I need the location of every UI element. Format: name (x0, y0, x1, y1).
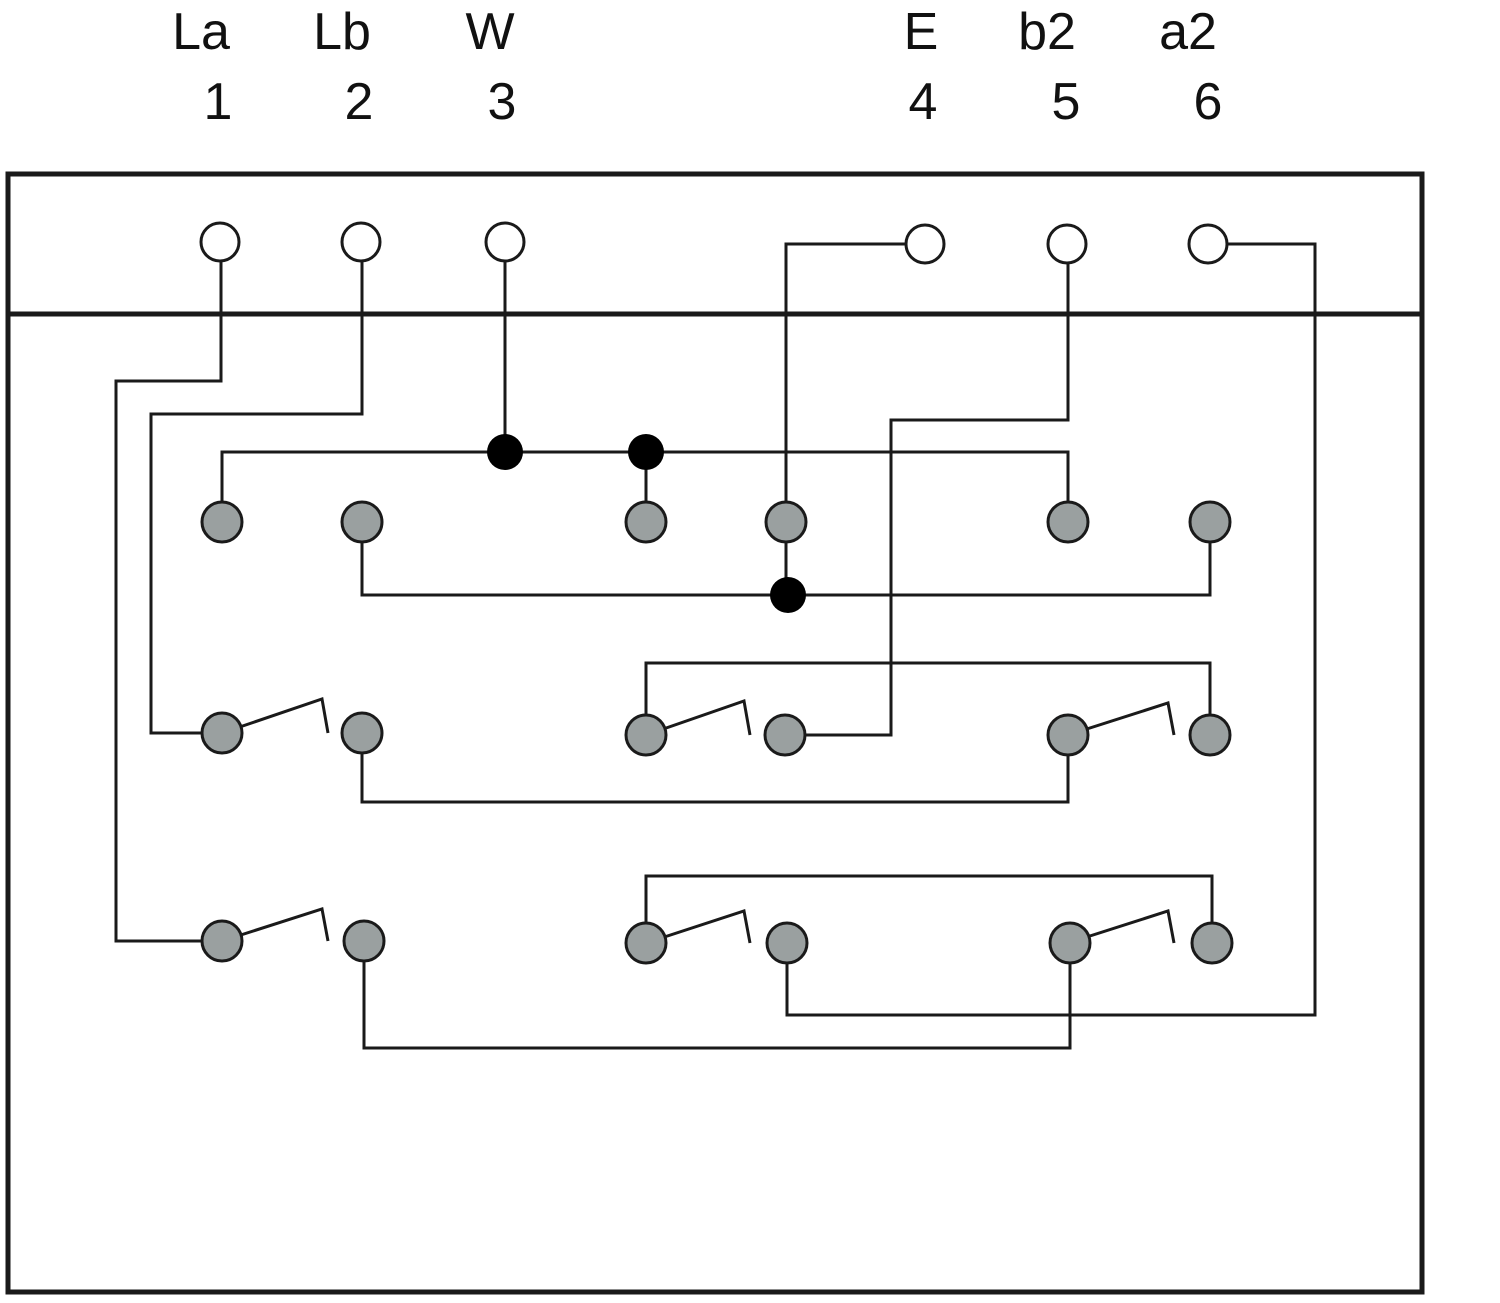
switch-blade-row3-right (1067, 701, 1176, 737)
junction-dot-w (487, 434, 523, 470)
wire-b2 (785, 244, 1070, 737)
terminal-1 (199, 221, 241, 263)
contact-r4-3 (624, 921, 668, 965)
terminal-name-b2: b2 (1018, 3, 1076, 61)
contact-r2-2 (340, 500, 384, 544)
contact-r4-6 (1190, 921, 1234, 965)
wire-row4-bracket (644, 874, 1214, 943)
contact-r4-2 (342, 919, 386, 963)
terminal-name-a2: a2 (1159, 3, 1217, 61)
terminal-name-la: La (172, 3, 230, 61)
switch-blade-row4-right (1067, 909, 1176, 945)
wire-row4-bottom (362, 941, 1072, 1050)
terminal-2 (340, 221, 382, 263)
switch-blade-row4-mid (645, 909, 752, 945)
wire-a2 (785, 242, 1317, 1017)
switch-blade-row3-left (221, 697, 330, 735)
wire-e (784, 242, 925, 595)
terminal-3 (484, 221, 526, 263)
contact-r2-6 (1188, 500, 1232, 544)
contact-r3-6 (1188, 713, 1232, 757)
wire-la (114, 244, 223, 943)
contact-r2-4 (764, 500, 808, 544)
contact-r3-5 (1046, 713, 1090, 757)
terminal-5 (1046, 223, 1088, 265)
terminal-name-e: E (903, 3, 939, 61)
terminal-number-5: 5 (1051, 73, 1081, 131)
contact-r4-1 (200, 919, 244, 963)
wire-lb (149, 244, 364, 735)
wire-row3-bracket (644, 661, 1212, 735)
terminal-4 (904, 223, 946, 265)
contact-r2-5 (1046, 500, 1090, 544)
contact-r3-2 (340, 711, 384, 755)
terminal-name-w: W (465, 3, 515, 61)
switch-blade-row4-left (221, 907, 330, 943)
terminal-6 (1187, 223, 1229, 265)
contact-r3-3 (624, 713, 668, 757)
terminal-number-1: 1 (203, 73, 233, 131)
switch-blade-row3-mid (645, 699, 752, 737)
housing-outline (5, 171, 1425, 1295)
terminal-number-3: 3 (487, 73, 517, 131)
contact-r3-1 (200, 711, 244, 755)
terminal-name-lb: Lb (313, 3, 371, 61)
terminal-number-2: 2 (344, 73, 374, 131)
contact-r3-4 (763, 713, 807, 757)
wire-row3-bottom (360, 733, 1070, 804)
contact-r2-3 (624, 500, 668, 544)
contact-r4-5 (1048, 921, 1092, 965)
terminal-number-4: 4 (908, 73, 938, 131)
contact-r2-1 (200, 500, 244, 544)
junction-dot-bus (628, 434, 664, 470)
terminal-number-6: 6 (1193, 73, 1223, 131)
contact-r4-4 (765, 921, 809, 965)
junction-dot-e (770, 577, 806, 613)
